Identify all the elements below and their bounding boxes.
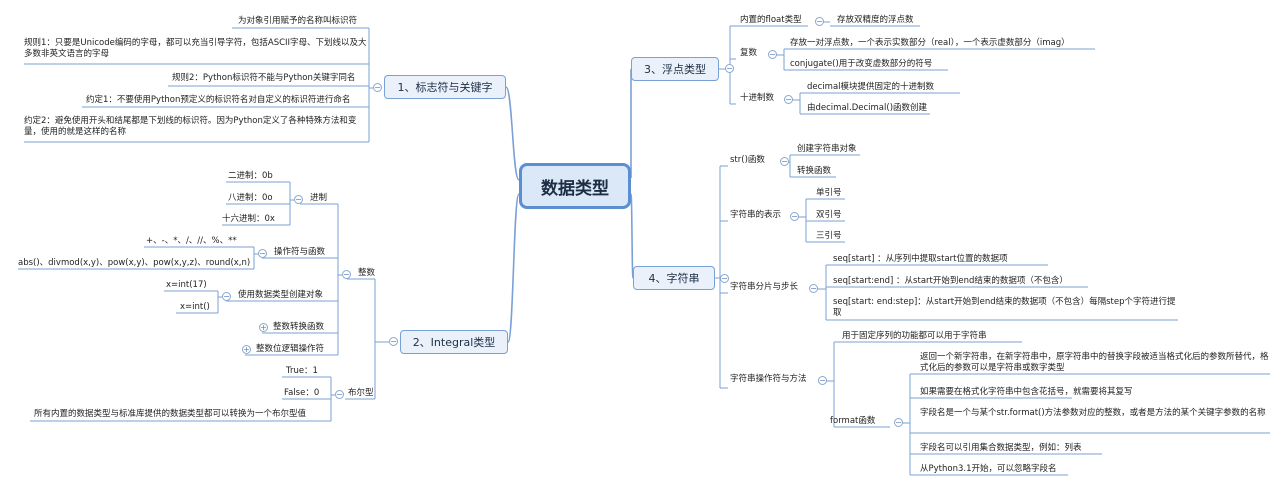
collapse-toggle-icon[interactable]: − — [790, 212, 799, 221]
expand-toggle-icon[interactable]: + — [259, 323, 268, 332]
node-complex[interactable]: 复数 — [740, 48, 758, 58]
branch-float[interactable]: 3、浮点类型 — [631, 57, 719, 81]
branch-string[interactable]: 4、字符串 — [633, 266, 715, 290]
leaf-operators: +、-、*、/、//、%、** — [146, 236, 237, 246]
node-string-operators[interactable]: 字符串操作符与方法 — [730, 374, 807, 384]
leaf-identifier-definition: 为对象引用赋予的名称叫标识符 — [238, 16, 358, 26]
collapse-toggle-icon[interactable]: − — [720, 274, 729, 283]
connector-line — [507, 193, 520, 343]
branch-integral[interactable]: 2、Integral类型 — [400, 330, 508, 354]
leaf-false: False：0 — [284, 388, 320, 398]
collapse-toggle-icon[interactable]: − — [815, 17, 824, 26]
connector-line — [505, 86, 520, 181]
leaf-format-returns: 返回一个新字符串，在新字符串中，原字符串中的替换字段被适当格式化后的参数所替代，… — [920, 352, 1269, 373]
leaf-int-empty: x=int() — [180, 302, 210, 312]
collapse-toggle-icon[interactable]: − — [373, 83, 382, 92]
leaf-format-field-name: 字段名是一个与某个str.format()方法参数对应的整数，或者是方法的某个关… — [920, 408, 1266, 418]
leaf-single-quote: 单引号 — [816, 188, 842, 198]
expand-toggle-icon[interactable]: + — [242, 345, 251, 354]
leaf-rule-1: 规则1：只要是Unicode编码的字母，都可以充当引导字符，包括ASCII字母、… — [24, 38, 367, 59]
collapse-toggle-icon[interactable]: − — [784, 95, 793, 104]
collapse-toggle-icon[interactable]: − — [780, 157, 789, 166]
leaf-convention-1: 约定1：不要使用Python预定义的标识符名对自定义的标识符进行命名 — [86, 95, 351, 105]
collapse-toggle-icon[interactable]: − — [894, 418, 903, 427]
leaf-seq-step: seq[start: end:step]：从start开始到end结束的数据项（… — [833, 297, 1176, 318]
collapse-toggle-icon[interactable]: − — [809, 284, 818, 293]
leaf-seq-start: seq[start] ：从序列中提取start位置的数据项 — [833, 254, 1008, 264]
collapse-toggle-icon[interactable]: − — [768, 50, 777, 59]
node-base[interactable]: 进制 — [310, 193, 328, 203]
node-int-ops[interactable]: 操作符与函数 — [274, 247, 326, 257]
node-int-conversion[interactable]: 整数转换函数 — [273, 322, 325, 332]
collapse-toggle-icon[interactable]: − — [222, 292, 231, 301]
leaf-format-collection: 字段名可以引用集合数据类型，例如：列表 — [920, 443, 1082, 453]
collapse-toggle-icon[interactable]: − — [335, 390, 344, 399]
leaf-bool-conversion: 所有内置的数据类型与标准库提供的数据类型都可以转换为一个布尔型值 — [34, 409, 307, 419]
leaf-seq-start-end: seq[start:end] ：从start开始到end结束的数据项（不包含） — [833, 276, 1068, 286]
root-node[interactable]: 数据类型 — [519, 163, 631, 209]
leaf-conjugate: conjugate()用于改变虚数部分的符号 — [790, 59, 933, 69]
leaf-format-python31: 从Python3.1开始，可以忽略字段名 — [920, 464, 1057, 474]
node-slicing[interactable]: 字符串分片与步长 — [730, 282, 799, 292]
node-float[interactable]: 内置的float类型 — [740, 15, 802, 25]
leaf-create-string: 创建字符串对象 — [797, 144, 857, 154]
leaf-double-quote: 双引号 — [816, 210, 842, 220]
node-format-function[interactable]: format函数 — [830, 416, 876, 426]
leaf-octal: 八进制：0o — [228, 193, 273, 203]
node-int-bitwise[interactable]: 整数位逻辑操作符 — [256, 344, 325, 354]
leaf-int-17: x=int(17) — [166, 280, 207, 290]
leaf-convert-function: 转换函数 — [797, 166, 832, 176]
leaf-double-precision: 存放双精度的浮点数 — [837, 15, 914, 25]
leaf-format-braces: 如果需要在格式化字符串中包含花括号，就需要将其复写 — [920, 387, 1133, 397]
collapse-toggle-icon[interactable]: − — [389, 337, 398, 346]
collapse-toggle-icon[interactable]: − — [342, 270, 351, 279]
node-int[interactable]: 整数 — [358, 268, 376, 278]
collapse-toggle-icon[interactable]: − — [725, 64, 734, 73]
leaf-decimal-module: decimal模块提供固定的十进制数 — [807, 82, 935, 92]
leaf-binary: 二进制：0b — [228, 171, 273, 181]
leaf-convention-2: 约定2：避免使用开头和结尾都是下划线的标识符。因为Python定义了各种特殊方法… — [24, 116, 357, 137]
node-str-function[interactable]: str()函数 — [730, 155, 765, 165]
collapse-toggle-icon[interactable]: − — [818, 376, 827, 385]
node-int-create[interactable]: 使用数据类型创建对象 — [238, 290, 324, 300]
leaf-rule-2: 规则2：Python标识符不能与Python关键字同名 — [172, 73, 356, 83]
branch-identifiers[interactable]: 1、标志符与关键字 — [384, 75, 506, 99]
leaf-int-functions: abs()、divmod(x,y)、pow(x,y)、pow(x,y,z)、ro… — [18, 258, 251, 268]
leaf-triple-quote: 三引号 — [816, 231, 842, 241]
node-bool[interactable]: 布尔型 — [348, 388, 374, 398]
node-string-representation[interactable]: 字符串的表示 — [730, 210, 782, 220]
leaf-true: True：1 — [286, 366, 318, 376]
leaf-decimal-constructor: 由decimal.Decimal()函数创建 — [807, 103, 928, 113]
leaf-complex-parts: 存放一对浮点数，一个表示实数部分（real），一个表示虚数部分（imag） — [790, 38, 1070, 48]
collapse-toggle-icon[interactable]: − — [258, 249, 267, 258]
collapse-toggle-icon[interactable]: − — [294, 195, 303, 204]
leaf-hex: 十六进制：0x — [222, 214, 275, 224]
node-decimal[interactable]: 十进制数 — [740, 93, 775, 103]
connector-line — [630, 193, 634, 279]
leaf-sequence-features: 用于固定序列的功能都可以用于字符串 — [842, 331, 987, 341]
